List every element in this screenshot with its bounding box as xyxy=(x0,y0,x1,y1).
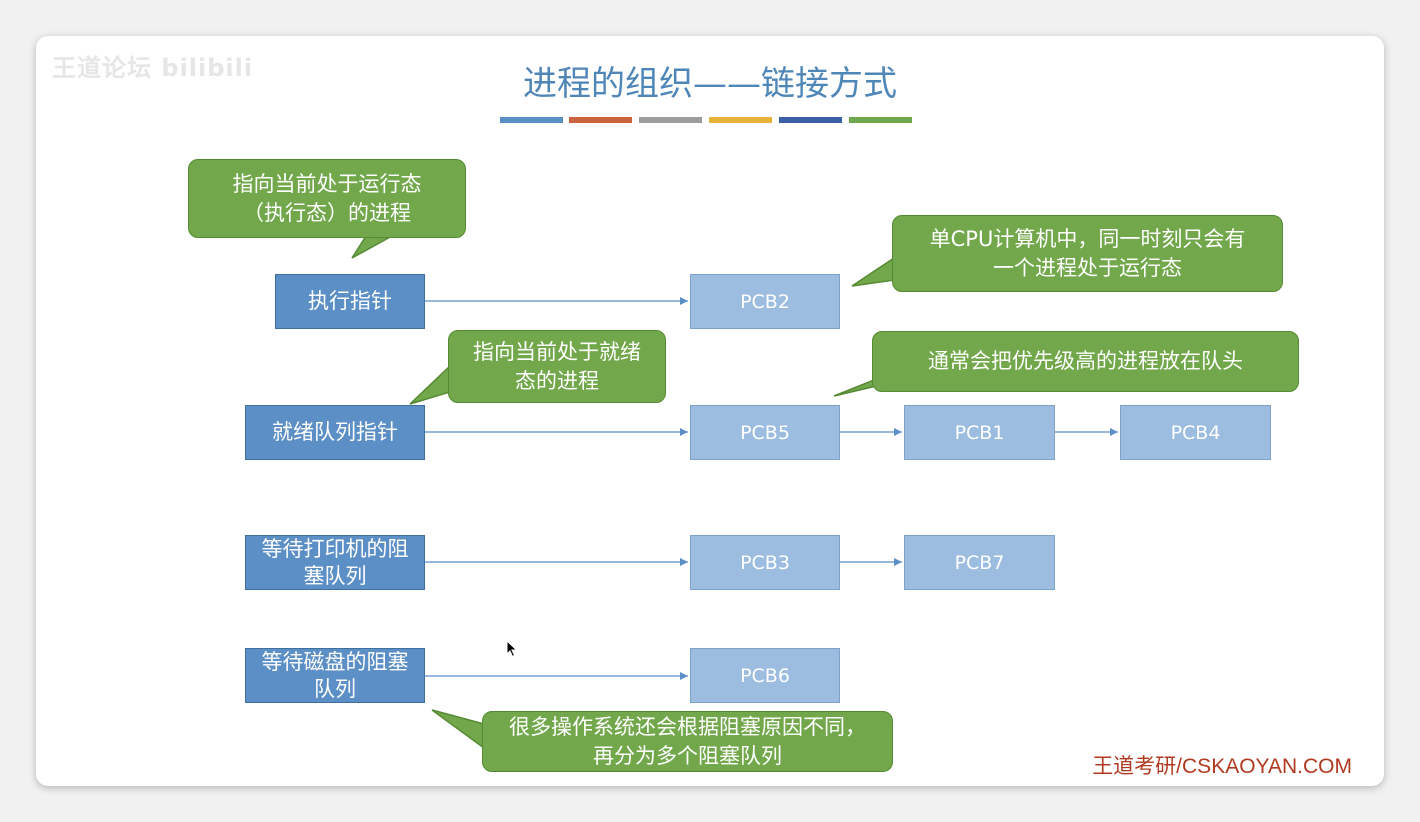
pcb6-box: PCB6 xyxy=(690,648,840,703)
block-queue-callout: 很多操作系统还会根据阻塞原因不同，再分为多个阻塞队列 xyxy=(482,711,893,772)
color-bar-3 xyxy=(639,117,702,123)
pcb5-box: PCB5 xyxy=(690,405,840,460)
pcb3-box: PCB3 xyxy=(690,535,840,590)
pcb7-box: PCB7 xyxy=(904,535,1055,590)
printer-block-queue-box: 等待打印机的阻塞队列 xyxy=(245,535,425,590)
exec-pointer-box: 执行指针 xyxy=(275,274,425,329)
color-bar-6 xyxy=(849,117,912,123)
tail-single-cpu xyxy=(851,256,895,287)
mouse-cursor-icon xyxy=(506,640,518,658)
exec-pointer-callout: 指向当前处于运行态（执行态）的进程 xyxy=(188,159,466,238)
pcb4-box: PCB4 xyxy=(1120,405,1271,460)
tail-block-note xyxy=(431,709,485,750)
color-bar-5 xyxy=(779,117,842,123)
color-bar-2 xyxy=(569,117,632,123)
tail-ready-note xyxy=(409,364,451,405)
priority-callout: 通常会把优先级高的进程放在队头 xyxy=(872,331,1299,392)
disk-block-queue-box: 等待磁盘的阻塞队列 xyxy=(245,648,425,703)
slide-title: 进程的组织——链接方式 xyxy=(523,64,897,104)
footer-brand: 王道考研/CSKAOYAN.COM xyxy=(1092,755,1352,778)
pcb2-box: PCB2 xyxy=(690,274,840,329)
slide: 王道论坛 bilibili 进程的组织——链接方式 xyxy=(36,36,1384,786)
ready-pointer-callout: 指向当前处于就绪态的进程 xyxy=(448,330,666,403)
ready-queue-pointer-box: 就绪队列指针 xyxy=(245,405,425,460)
single-cpu-callout: 单CPU计算机中，同一时刻只会有一个进程处于运行态 xyxy=(892,215,1283,292)
color-bar-1 xyxy=(500,117,563,123)
pcb1-box: PCB1 xyxy=(904,405,1055,460)
tail-exec-note xyxy=(351,235,393,259)
watermark: 王道论坛 bilibili xyxy=(52,54,254,82)
color-bar-4 xyxy=(709,117,772,123)
